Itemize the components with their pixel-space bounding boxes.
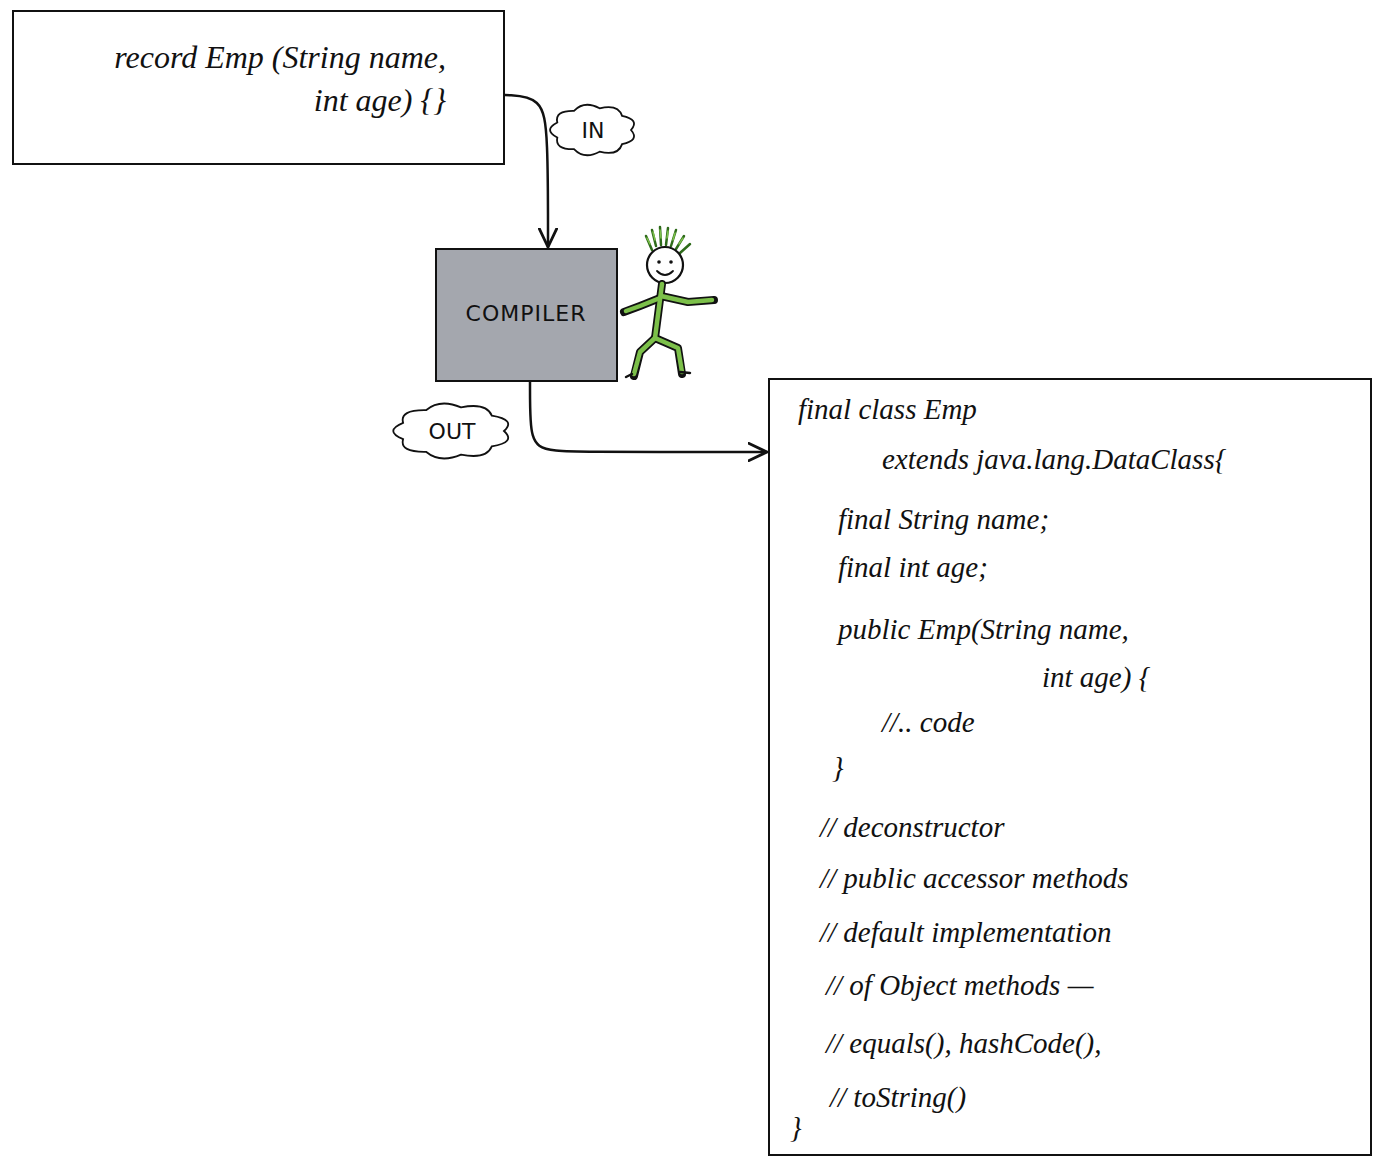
figure-smile	[657, 271, 673, 275]
code-line: final class Emp	[798, 392, 977, 427]
code-line: }	[832, 750, 844, 785]
edge-label: OUT	[400, 407, 504, 444]
code-line: // toString()	[830, 1080, 966, 1115]
code-line: // equals(), hashCode(),	[826, 1026, 1101, 1061]
figure-eye	[669, 260, 673, 264]
figure-hair-tint	[647, 230, 683, 244]
code-line: // deconstructor	[820, 810, 1004, 845]
figure-outline	[624, 284, 714, 376]
code-line: // public accessor methods	[820, 861, 1128, 896]
code-line: extends java.lang.DataClass{	[882, 442, 1226, 477]
stick-figure	[624, 227, 714, 377]
flow-arrow	[505, 95, 548, 247]
code-line: // default implementation	[820, 915, 1112, 950]
code-line: int age) {	[1042, 660, 1150, 695]
output-box: final class Emp extends java.lang.DataCla…	[768, 378, 1372, 1156]
cloud-label: OUT	[400, 407, 504, 455]
edge-label: IN	[555, 108, 631, 143]
input-box: record Emp (String name, int age) {}	[12, 10, 505, 165]
figure-feet	[626, 372, 690, 377]
flow-arrow	[530, 382, 767, 452]
cloud-label: IN	[555, 108, 631, 152]
figure-body	[626, 284, 712, 374]
code-line: }	[790, 1110, 802, 1145]
figure-eye	[657, 260, 661, 264]
code-line: // of Object methods —	[826, 968, 1093, 1003]
code-line: final int age;	[838, 550, 988, 585]
code-line: //.. code	[882, 705, 975, 740]
figure-head	[647, 247, 683, 283]
code-line: public Emp(String name,	[838, 612, 1129, 647]
code-text: record Emp (String name, int age) {}	[86, 36, 446, 122]
box-title: COMPILER	[466, 301, 587, 327]
cloud-outline	[550, 105, 634, 155]
cloud-outline	[393, 404, 508, 459]
compiler-box: COMPILER	[435, 248, 618, 382]
code-line: final String name;	[838, 502, 1049, 537]
